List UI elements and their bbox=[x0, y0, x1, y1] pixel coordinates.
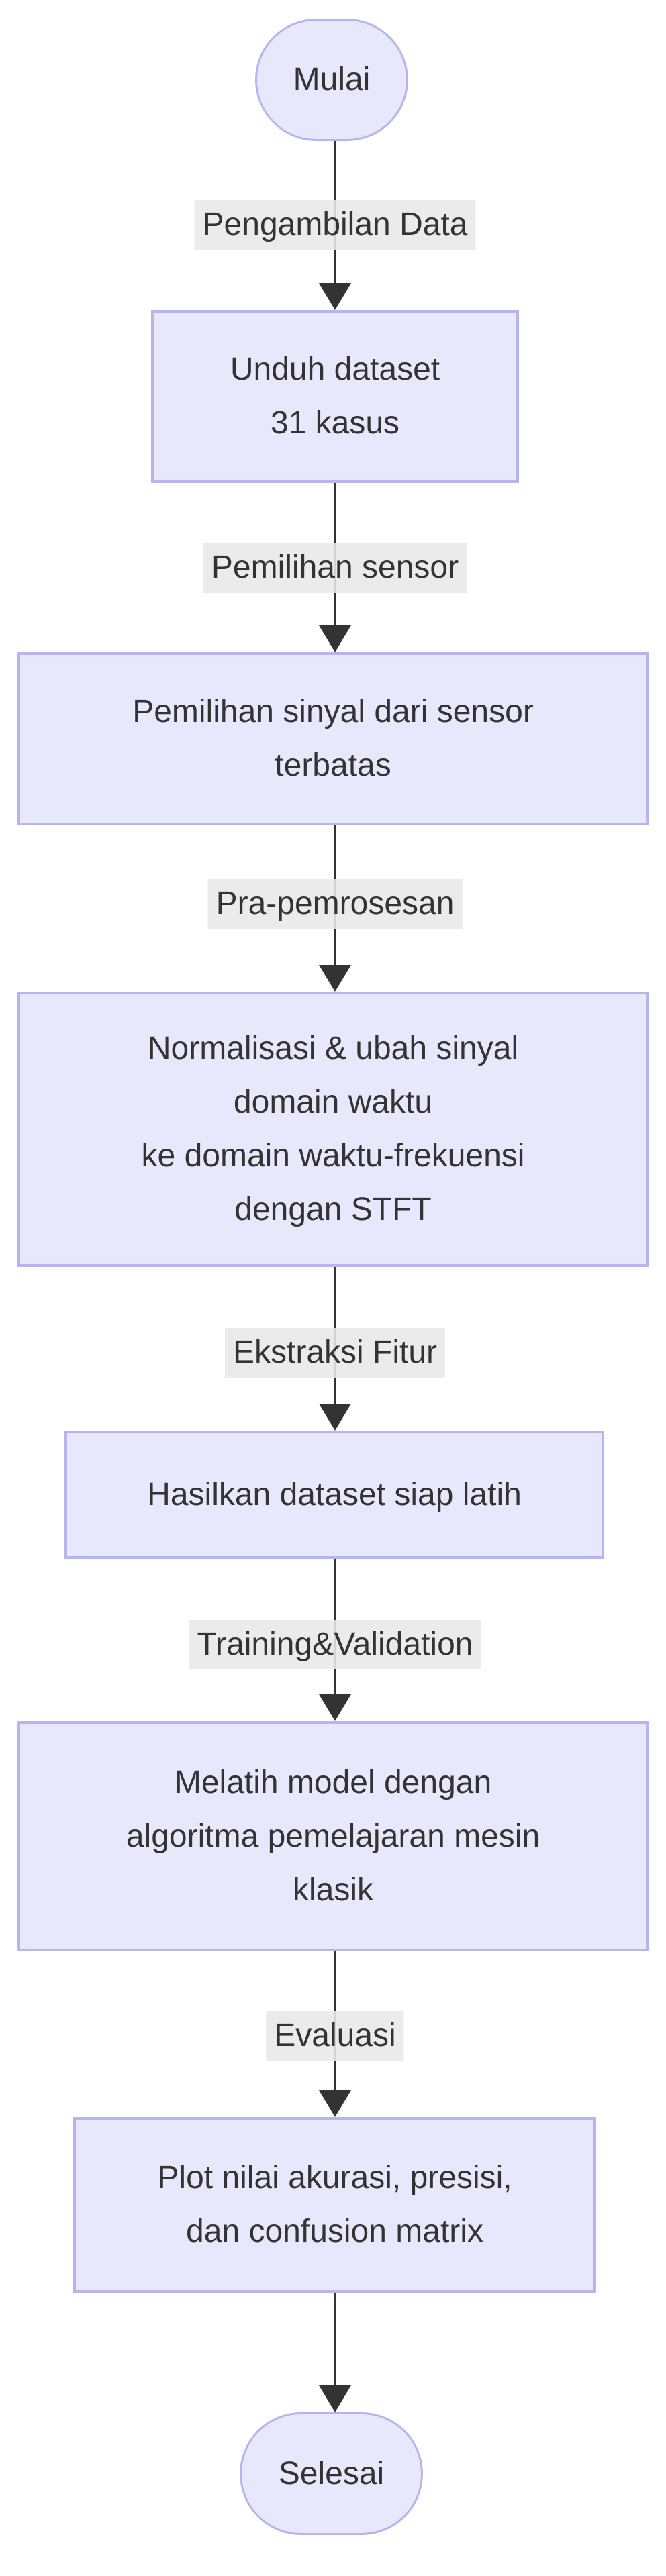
arrowhead-icon bbox=[319, 2385, 351, 2412]
node-unduh-dataset: Unduh dataset 31 kasus bbox=[151, 310, 519, 483]
node-text-line: ke domain waktu-frekuensi bbox=[141, 1138, 525, 1174]
node-text-line: Selesai bbox=[278, 2455, 385, 2491]
edge-label-training-validation: Training&Validation bbox=[189, 1620, 481, 1669]
node-text-line: Normalisasi & ubah sinyal bbox=[147, 1031, 519, 1066]
node-hasilkan-dataset: Hasilkan dataset siap latih bbox=[64, 1431, 604, 1559]
node-pemilihan-sinyal: Pemilihan sinyal dari sensor terbatas bbox=[17, 652, 649, 825]
node-melatih-model: Melatih model dengan algoritma pemelajar… bbox=[17, 1721, 649, 1951]
edge-label-evaluasi: Evaluasi bbox=[266, 2011, 404, 2061]
node-text-line: Mulai bbox=[293, 62, 371, 97]
node-plot-evaluasi: Plot nilai akurasi, presisi, dan confusi… bbox=[73, 2117, 596, 2293]
node-text-line: Pemilihan sinyal dari sensor bbox=[132, 694, 534, 729]
node-end-selesai: Selesai bbox=[240, 2412, 423, 2535]
edge-label-pra-pemrosesan: Pra-pemrosesan bbox=[207, 879, 463, 929]
node-text-line: Plot nilai akurasi, presisi, bbox=[157, 2160, 512, 2196]
node-text-line: dan confusion matrix bbox=[186, 2214, 483, 2249]
node-text-line: Unduh dataset bbox=[230, 352, 440, 387]
arrowhead-icon bbox=[319, 283, 351, 310]
node-normalisasi-stft: Normalisasi & ubah sinyal domain waktu k… bbox=[17, 992, 649, 1267]
node-text-line: domain waktu bbox=[233, 1084, 433, 1120]
edge-label-ekstraksi-fitur: Ekstraksi Fitur bbox=[224, 1328, 446, 1378]
node-text-line: algoritma pemelajaran mesin bbox=[126, 1818, 540, 1854]
arrowhead-icon bbox=[319, 1404, 351, 1431]
arrowhead-icon bbox=[319, 2090, 351, 2117]
edge-line bbox=[334, 2293, 336, 2388]
edge-label-pemilihan-sensor: Pemilihan sensor bbox=[203, 543, 467, 593]
node-text-line: klasik bbox=[292, 1871, 374, 1908]
node-start-mulai: Mulai bbox=[255, 19, 408, 141]
arrowhead-icon bbox=[319, 625, 351, 652]
node-text-line: Hasilkan dataset siap latih bbox=[147, 1476, 522, 1512]
node-text-line: Melatih model dengan bbox=[174, 1764, 492, 1800]
node-text-line: terbatas bbox=[275, 748, 391, 783]
node-text-line: 31 kasus bbox=[270, 405, 400, 441]
node-text-line: dengan STFT bbox=[234, 1192, 432, 1227]
arrowhead-icon bbox=[319, 965, 351, 992]
arrowhead-icon bbox=[319, 1694, 351, 1721]
edge-label-pengambilan-data: Pengambilan Data bbox=[194, 200, 476, 250]
